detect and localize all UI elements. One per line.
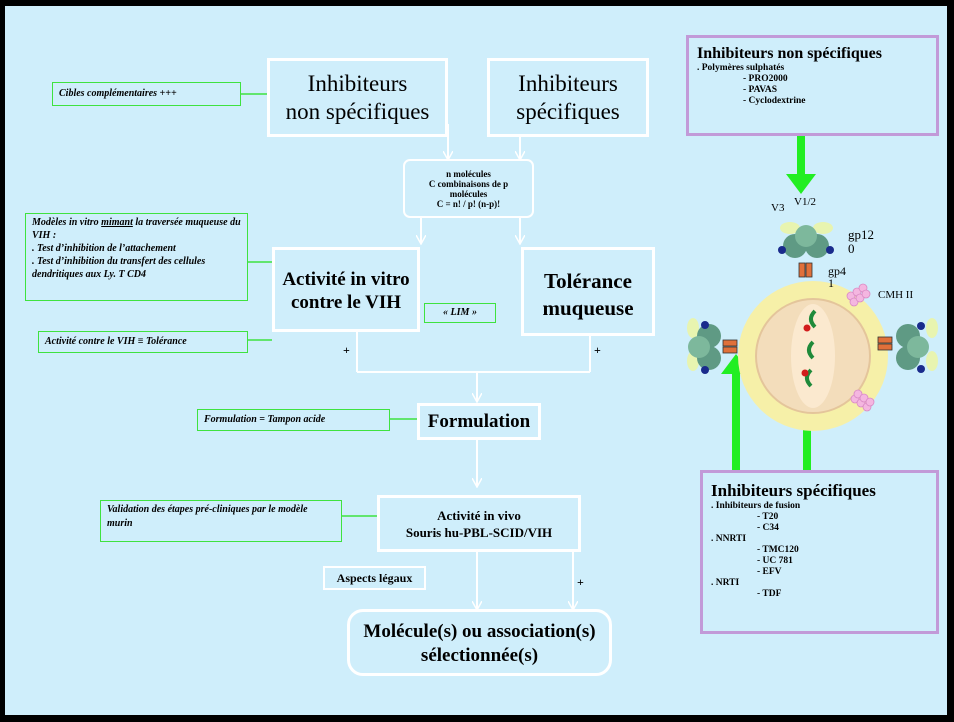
box-activite-in-vivo: Activité in vivo Souris hu-PBL-SCID/VIH	[377, 495, 581, 552]
note-activite-tolerance: Activité contre le VIH ≡ Tolérance	[38, 331, 248, 353]
panel-inhibiteurs-non-specifiques: Inhibiteurs non spécifiques . Polymères …	[686, 35, 939, 136]
note-cibles: Cibles complémentaires +++	[52, 82, 241, 106]
gp120-right	[896, 318, 938, 373]
panel-title: Inhibiteurs spécifiques	[711, 481, 876, 500]
gp120-left	[687, 318, 721, 374]
box-aspects-legaux: Aspects légaux	[323, 566, 426, 590]
panel-line: - UC 781	[757, 556, 793, 566]
box-line: Tolérance	[544, 269, 632, 293]
panel-line: . NRTI	[711, 578, 740, 588]
diagram-canvas: Inhibiteurs non spécifiques Inhibiteurs …	[5, 6, 947, 715]
box-inhibiteurs-specifiques: Inhibiteurs spécifiques	[487, 58, 649, 137]
box-molecule-selectionnee: Molécule(s) ou association(s) sélectionn…	[347, 609, 612, 676]
box-formulation: Formulation	[417, 403, 541, 440]
note-lim: « LIM »	[424, 303, 496, 323]
label-cmh-ii: CMH II	[878, 289, 914, 301]
panel-line: . Inhibiteurs de fusion	[711, 501, 801, 511]
label-line: gp12	[848, 227, 874, 242]
panel-line: - TMC120	[757, 545, 799, 555]
plus-sign: +	[594, 343, 601, 357]
panel-inhibiteurs-specifiques: Inhibiteurs spécifiques . Inhibiteurs de…	[700, 470, 939, 634]
panel-line: . Polymères sulphatés	[697, 63, 785, 73]
box-combinaisons: n molécules C combinaisons de p molécule…	[403, 159, 534, 218]
label-v3: V3	[771, 202, 785, 214]
box-line: Activité in vitro	[282, 269, 410, 290]
panel-line: - EFV	[757, 567, 782, 577]
cell-illustration	[722, 262, 893, 431]
note-text: la traversée muqueuse du VIH :	[32, 217, 241, 241]
box-line: C combinaisons de p	[428, 179, 509, 189]
box-line: contre le VIH	[290, 292, 402, 313]
panel-line: - C34	[757, 523, 779, 533]
note-line: . Test d’inhibition de l’attachement	[32, 243, 176, 254]
note-validation: Validation des étapes pré-cliniques par …	[100, 500, 342, 542]
box-line: sélectionnée(s)	[420, 645, 539, 666]
box-line: spécifiques	[516, 99, 620, 124]
panel-title: Inhibiteurs non spécifiques	[697, 45, 882, 62]
gp120-top	[778, 222, 834, 258]
connector-layer	[241, 93, 938, 715]
box-line: Inhibiteurs	[518, 71, 618, 96]
note-line: . Test d’inhibition du transfert des cel…	[32, 256, 206, 280]
box-tolerance-muqueuse: Tolérance muqueuse	[521, 247, 655, 336]
label-gp120: gp12 0	[848, 228, 874, 256]
plus-sign: +	[343, 343, 350, 357]
label-gp41: gp4 1	[828, 265, 846, 289]
note-modeles-in-vitro: Modèles in vitro mimant la traversée muq…	[25, 213, 248, 301]
label-line: gp4	[828, 264, 846, 278]
panel-line: . NNRTI	[711, 534, 747, 544]
box-line: Inhibiteurs	[307, 71, 408, 96]
box-line: non spécifiques	[285, 99, 430, 124]
panel-line: - PRO2000	[743, 74, 788, 84]
panel-line: - Cyclodextrine	[743, 96, 806, 106]
green-arrow-down	[786, 136, 816, 194]
label-line: 1	[828, 276, 834, 290]
box-line: molécules	[449, 189, 488, 199]
box-line: Souris hu-PBL-SCID/VIH	[405, 525, 553, 540]
note-formulation: Formulation = Tampon acide	[197, 409, 390, 431]
box-line: Activité in vivo	[437, 508, 521, 523]
panel-line: - PAVAS	[743, 85, 778, 95]
label-line: 0	[848, 241, 855, 256]
panel-line: - TDF	[757, 589, 782, 599]
box-line: muqueuse	[542, 296, 634, 320]
label-v12: V1/2	[794, 196, 816, 208]
box-inhibiteurs-non-specifiques: Inhibiteurs non spécifiques	[267, 58, 448, 137]
panel-line: - T20	[757, 512, 779, 522]
plus-sign: +	[577, 575, 584, 589]
note-underlined: mimant	[101, 217, 133, 228]
box-line: Molécule(s) ou association(s)	[363, 621, 596, 642]
green-connectors	[241, 93, 417, 517]
box-line: C = n! / p! (n-p)!	[436, 199, 501, 209]
box-activite-in-vitro: Activité in vitro contre le VIH	[272, 247, 420, 332]
white-connectors	[356, 124, 591, 609]
box-line: n molécules	[446, 169, 491, 179]
note-text: Modèles in vitro	[32, 217, 102, 228]
